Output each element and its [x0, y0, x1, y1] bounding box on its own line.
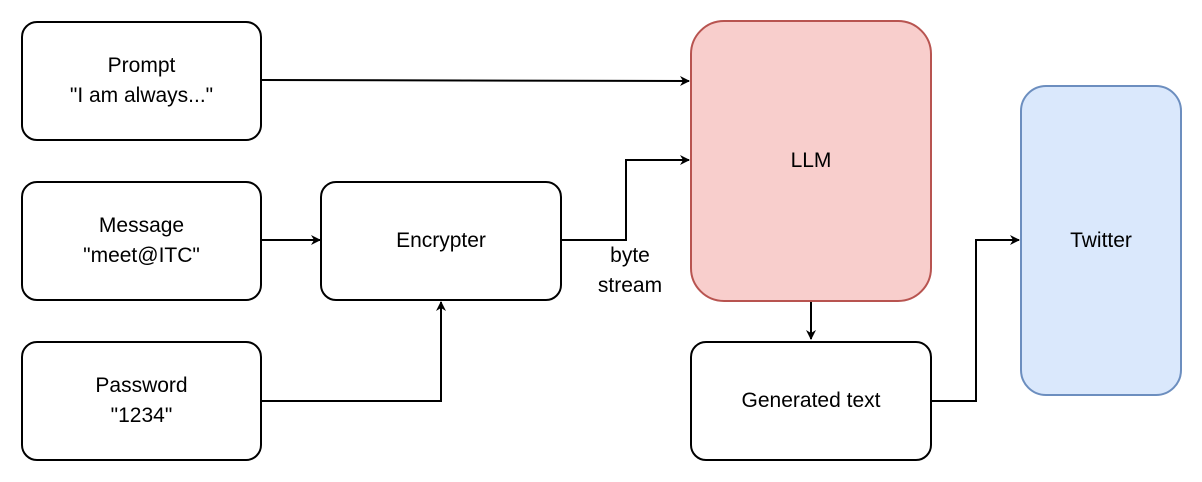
twitter-node: Twitter	[1020, 85, 1182, 396]
byte-stream-label-line1: byte	[610, 244, 650, 267]
encrypter-node-title: Encrypter	[396, 229, 486, 252]
encrypter-node: Encrypter	[320, 181, 562, 301]
password-node-value: "1234"	[110, 404, 173, 427]
prompt-node-value: "I am always..."	[69, 84, 214, 107]
edge-prompt-to-llm	[261, 75, 690, 86]
generated-text-node-title: Generated text	[741, 389, 881, 412]
byte-stream-label-line2: stream	[597, 274, 663, 297]
twitter-node-title: Twitter	[1070, 228, 1132, 252]
password-node: Password "1234"	[21, 341, 262, 461]
llm-node-title: LLM	[790, 149, 832, 172]
message-node-title: Message	[98, 214, 185, 237]
llm-node: LLM	[690, 20, 932, 302]
message-node: Message "meet@ITC"	[21, 181, 262, 301]
edge-password-to-encrypter	[262, 301, 446, 402]
generated-text-node: Generated text	[690, 341, 932, 461]
edge-encrypter-to-llm	[562, 155, 690, 241]
prompt-node-title: Prompt	[107, 54, 176, 77]
edge-generated-text-to-twitter	[932, 235, 1020, 402]
prompt-node: Prompt "I am always..."	[21, 21, 262, 141]
message-node-value: "meet@ITC"	[83, 244, 200, 267]
byte-stream-label: byte stream	[580, 241, 680, 301]
password-node-title: Password	[95, 374, 188, 397]
